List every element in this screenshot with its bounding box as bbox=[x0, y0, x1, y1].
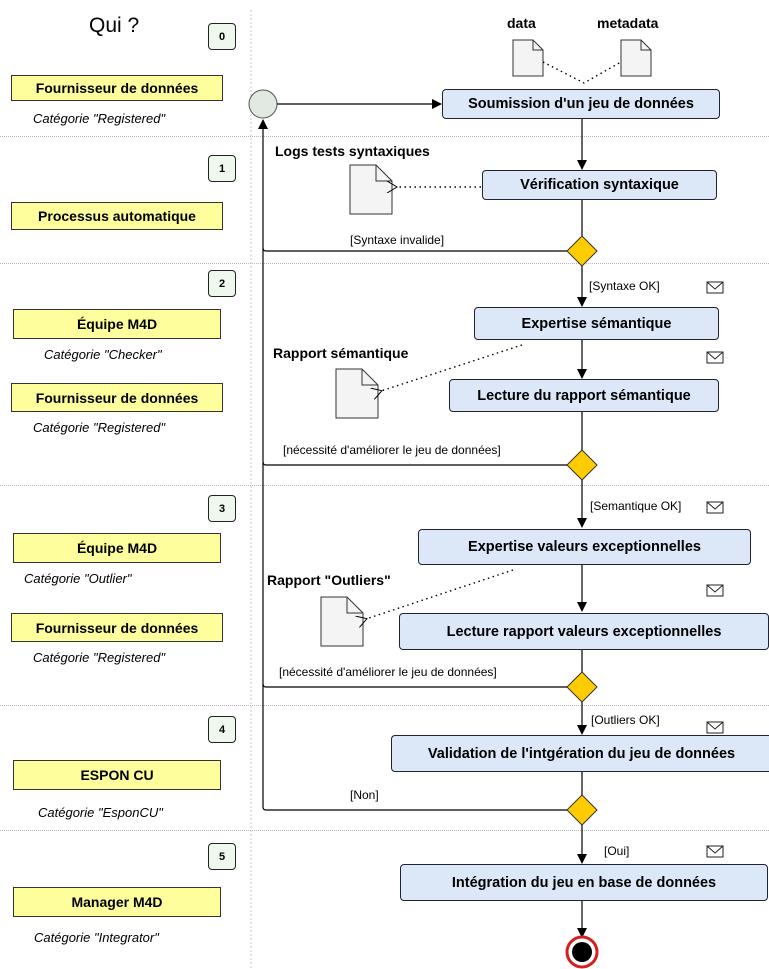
edge-loop-semantic bbox=[262, 461, 567, 466]
envelope-icon bbox=[706, 281, 724, 294]
role-box: Équipe M4D bbox=[13, 309, 221, 339]
activity-semantic-expertise: Expertise sémantique bbox=[474, 307, 719, 340]
activity-outlier-expertise: Expertise valeurs exceptionnelles bbox=[418, 529, 751, 565]
role-category: Catégorie "EsponCU" bbox=[38, 805, 163, 820]
decision-node bbox=[566, 449, 598, 481]
activity-semantic-report-read: Lecture du rapport sémantique bbox=[449, 379, 719, 412]
lane-separator bbox=[0, 485, 769, 486]
guard-syntax-invalid: [Syntaxe invalide] bbox=[350, 233, 445, 247]
role-box: Manager M4D bbox=[13, 887, 221, 917]
edge-loop-outliers bbox=[262, 683, 567, 688]
guard-syntax-ok: [Syntaxe OK] bbox=[589, 279, 660, 293]
activity-integration: Intégration du jeu en base de données bbox=[400, 864, 768, 901]
lane-separator bbox=[0, 830, 769, 831]
activity-outlier-report-read: Lecture rapport valeurs exceptionnelles bbox=[399, 613, 769, 650]
document-label-metadata: metadata bbox=[597, 15, 659, 31]
document-label-outliers-report: Rapport "Outliers" bbox=[267, 572, 391, 588]
role-category: Catégorie "Integrator" bbox=[34, 930, 159, 945]
edge-loop-syntax-invalid bbox=[262, 247, 567, 252]
activity-syntax-check: Vérification syntaxique bbox=[482, 170, 717, 200]
step-badge-5: 5 bbox=[208, 843, 236, 870]
guard-improve-semantic: [nécessité d'améliorer le jeu de données… bbox=[283, 443, 501, 457]
start-node bbox=[248, 89, 278, 119]
role-box: Fournisseur de données bbox=[11, 75, 223, 101]
association-data-submit bbox=[542, 61, 622, 84]
association-outliers-report bbox=[366, 569, 514, 619]
envelope-icon bbox=[706, 351, 724, 364]
lane-separator bbox=[0, 263, 769, 264]
document-icon-outliers-report bbox=[320, 596, 364, 647]
document-label-semantic-report: Rapport sémantique bbox=[273, 345, 409, 361]
end-node-core bbox=[572, 942, 592, 962]
document-label-logs: Logs tests syntaxiques bbox=[275, 143, 430, 159]
role-category: Catégorie "Registered" bbox=[33, 111, 166, 126]
guard-semantic-ok: [Semantique OK] bbox=[590, 499, 682, 513]
role-box: Processus automatique bbox=[11, 202, 223, 230]
role-category: Catégorie "Outlier" bbox=[24, 571, 132, 586]
role-box: ESPON CU bbox=[13, 760, 221, 790]
step-badge-1: 1 bbox=[208, 155, 236, 182]
step-badge-0: 0 bbox=[208, 23, 236, 50]
step-badge-2: 2 bbox=[208, 270, 236, 297]
activity-submit: Soumission d'un jeu de données bbox=[442, 89, 720, 119]
who-title: Qui ? bbox=[89, 14, 140, 37]
envelope-icon bbox=[706, 501, 724, 514]
decision-node bbox=[566, 235, 598, 267]
role-category: Catégorie "Registered" bbox=[33, 420, 166, 435]
lane-separator bbox=[0, 705, 769, 706]
role-category: Catégorie "Registered" bbox=[33, 650, 166, 665]
decision-node bbox=[566, 671, 598, 703]
envelope-icon bbox=[706, 845, 724, 858]
document-icon-semantic-report bbox=[335, 368, 379, 419]
role-category: Catégorie "Checker" bbox=[44, 347, 162, 362]
edge-loop-non bbox=[262, 806, 567, 811]
document-icon-data bbox=[512, 39, 544, 77]
activity-validation: Validation de l'intgération du jeu de do… bbox=[391, 735, 769, 772]
guard-outliers-ok: [Outliers OK] bbox=[591, 713, 660, 727]
guard-improve-outliers: [nécessité d'améliorer le jeu de données… bbox=[279, 665, 497, 679]
step-badge-4: 4 bbox=[208, 716, 236, 743]
guard-oui: [Oui] bbox=[604, 844, 630, 858]
role-box: Fournisseur de données bbox=[11, 613, 223, 642]
document-icon-logs bbox=[349, 164, 393, 215]
guard-non: [Non] bbox=[350, 788, 379, 802]
document-icon-metadata bbox=[620, 39, 652, 77]
decision-node bbox=[566, 794, 598, 826]
role-box: Équipe M4D bbox=[13, 533, 221, 563]
role-box: Fournisseur de données bbox=[11, 383, 223, 412]
document-label-data: data bbox=[507, 15, 536, 31]
envelope-icon bbox=[706, 584, 724, 597]
lane-separator bbox=[0, 136, 769, 137]
envelope-icon bbox=[706, 721, 724, 734]
step-badge-3: 3 bbox=[208, 495, 236, 522]
